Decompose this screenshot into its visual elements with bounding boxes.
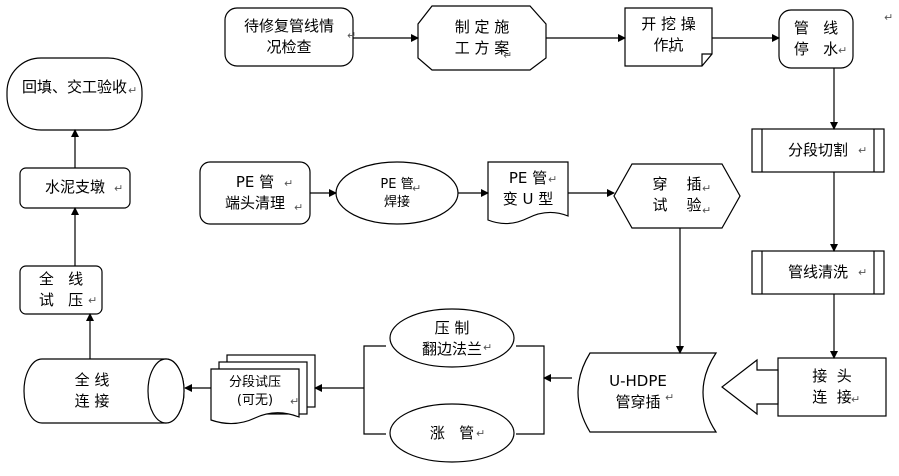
- node-expand-pipe: 涨 管: [429, 424, 475, 442]
- node-full-connect: 全 线 连 接: [74, 371, 110, 410]
- paragraph-mark-icon: ↵: [702, 204, 712, 217]
- paragraph-mark-icon: ↵: [483, 341, 493, 354]
- node-segment-cut: 分段切割: [787, 141, 848, 159]
- paragraph-mark-icon: ↵: [128, 84, 138, 97]
- paragraph-mark-icon: ↵: [290, 395, 300, 408]
- node-backfill: 回填、交工验收: [21, 78, 127, 96]
- node-insert-test: 穿 插 试 验: [652, 175, 702, 214]
- node-inspect: 待修复管线情 况检查: [243, 17, 334, 56]
- node-segment-cut-shape: [751, 128, 885, 173]
- paragraph-mark-icon: ↵: [838, 44, 848, 57]
- paragraph-mark-icon: ↵: [668, 44, 678, 57]
- paragraph-mark-icon: ↵: [858, 144, 868, 157]
- paragraph-mark-icon: ↵: [284, 177, 294, 190]
- node-press-flange-shape: [389, 308, 515, 368]
- node-excavate: 开 挖 操 作坑: [641, 15, 696, 54]
- node-inspect-shape: [224, 7, 354, 67]
- paragraph-mark-icon: ↵: [702, 182, 712, 195]
- node-pe-ushape-shape: [487, 161, 569, 225]
- node-stop-water: 管 线 停 水: [793, 19, 839, 58]
- paragraph-mark-icon: ↵: [884, 11, 894, 24]
- node-pe-ushape: PE 管 变 U 型: [502, 169, 554, 208]
- paragraph-mark-icon: ↵: [548, 173, 558, 186]
- paragraph-mark-icon: ↵: [503, 49, 513, 62]
- paragraph-mark-icon: ↵: [665, 391, 675, 404]
- node-uhdpe-insert: U-HDPE 管穿插: [609, 372, 667, 411]
- paragraph-mark-icon: ↵: [858, 266, 868, 279]
- node-excavate-shape: [624, 7, 713, 67]
- paragraph-mark-icon: ↵: [412, 182, 422, 195]
- bracket-frame: [363, 345, 386, 435]
- hollow-left-arrow: [721, 358, 779, 416]
- paragraph-mark-icon: ↵: [851, 393, 861, 406]
- node-pipe-clean: 管线清洗: [787, 263, 848, 281]
- paragraph-mark-icon: ↵: [96, 395, 106, 408]
- paragraph-mark-icon: ↵: [347, 29, 357, 42]
- node-pipe-clean-shape: [751, 250, 885, 295]
- node-expand-pipe-shape: [389, 403, 515, 463]
- paragraph-mark-icon: ↵: [88, 294, 98, 307]
- node-full-test: 全 线 试 压: [38, 270, 84, 309]
- paragraph-mark-icon: ↵: [294, 201, 304, 214]
- paragraph-mark-icon: ↵: [476, 427, 486, 440]
- node-pe-weld: PE 管 焊接: [380, 177, 414, 210]
- node-cement-buttress: 水泥支墩: [44, 178, 105, 196]
- node-segment-test-shape: [210, 368, 300, 425]
- node-full-test-shape: [19, 265, 103, 315]
- paragraph-mark-icon: ↵: [114, 182, 124, 195]
- node-joint-connect: 接 头 连 接: [812, 367, 852, 406]
- node-segment-test: 分段试压 (可无): [228, 375, 281, 408]
- node-press-flange: 压 制 翻边法兰: [421, 319, 482, 358]
- node-plan: 制 定 施 工 方 案: [454, 18, 510, 57]
- node-pe-end-clean: PE 管 端头清理: [224, 173, 285, 212]
- node-uhdpe-shape: [577, 352, 718, 433]
